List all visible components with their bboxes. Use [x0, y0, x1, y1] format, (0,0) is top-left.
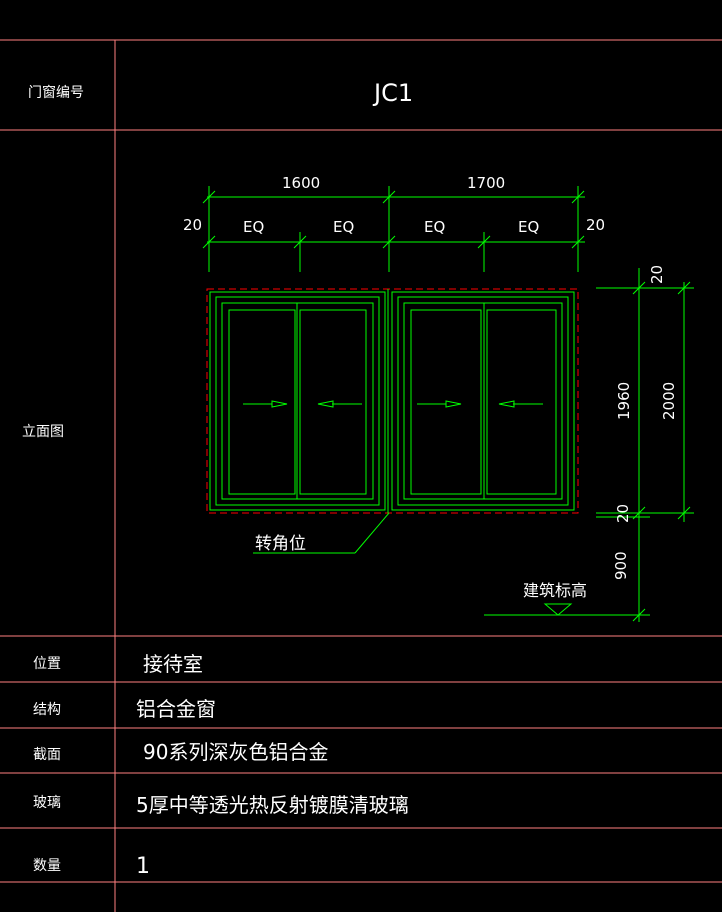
leader-line — [354, 512, 390, 554]
door-window-no-label: 门窗编号 — [28, 84, 84, 101]
dim-tick — [202, 235, 216, 249]
eq-label: EQ — [518, 218, 539, 236]
section-label: 截面 — [33, 747, 61, 763]
elevation-label: 立面图 — [22, 424, 64, 440]
dim-tick — [677, 506, 691, 520]
left-frame-outer — [209, 291, 386, 511]
dim-tick — [632, 608, 646, 622]
dim-tick — [571, 235, 585, 249]
schedule-table-grid — [0, 39, 722, 912]
dim-tick — [202, 190, 216, 204]
dim-tick — [571, 190, 585, 204]
dim-tick — [382, 190, 396, 204]
sill-height-dim: 900 — [612, 551, 630, 580]
eq-label: EQ — [243, 218, 264, 236]
top-dimension-lines — [202, 186, 585, 272]
dim-tick — [632, 506, 646, 520]
total-height-dim: 2000 — [660, 382, 678, 420]
datum-note: 建筑标高 — [523, 581, 587, 600]
slide-arrow-left-icon — [317, 400, 334, 408]
location-value: 接待室 — [143, 652, 203, 676]
dim-tick — [477, 235, 491, 249]
slide-arrow-left-icon — [498, 400, 515, 408]
right-sash-a — [410, 309, 482, 495]
width-left-dim: 1600 — [282, 174, 320, 192]
door-window-no-value: JC1 — [372, 79, 413, 107]
right-dimension-lines — [484, 268, 694, 622]
sash-height-dim: 1960 — [615, 382, 633, 420]
outer-dashed-outline — [206, 288, 579, 514]
bottom-gap-dim: 20 — [614, 504, 632, 523]
location-label: 位置 — [33, 656, 61, 672]
glass-value: 5厚中等透光热反射镀膜清玻璃 — [136, 793, 409, 817]
glass-label: 玻璃 — [33, 794, 61, 811]
eq-label: EQ — [333, 218, 354, 236]
left-sash-a — [228, 309, 296, 495]
slide-arrow-right-icon — [445, 400, 462, 408]
corner-note-leader — [253, 512, 390, 554]
edge-left-dim: 20 — [183, 216, 202, 234]
right-sash-b — [486, 309, 557, 495]
section-value: 90系列深灰色铝合金 — [143, 740, 328, 764]
slide-arrow-right-icon — [271, 400, 288, 408]
eq-label: EQ — [424, 218, 445, 236]
structure-label: 结构 — [33, 702, 61, 718]
dim-tick — [293, 235, 307, 249]
dim-tick — [382, 235, 396, 249]
elevation-datum-triangle-icon — [543, 603, 573, 616]
width-right-dim: 1700 — [467, 174, 505, 192]
left-frame-mid — [215, 296, 380, 506]
edge-right-dim: 20 — [586, 216, 605, 234]
right-frame-inner — [403, 302, 563, 500]
top-gap-dim: 20 — [648, 265, 666, 284]
left-sash-b — [299, 309, 367, 495]
window-elevation — [206, 288, 579, 514]
structure-value: 铝合金窗 — [136, 697, 216, 721]
quantity-value: 1 — [136, 854, 150, 879]
dim-tick — [677, 281, 691, 295]
right-frame-outer — [391, 291, 575, 511]
quantity-label: 数量 — [33, 858, 61, 874]
corner-note: 转角位 — [255, 534, 306, 554]
right-frame-mid — [397, 296, 569, 506]
dim-tick — [632, 281, 646, 295]
